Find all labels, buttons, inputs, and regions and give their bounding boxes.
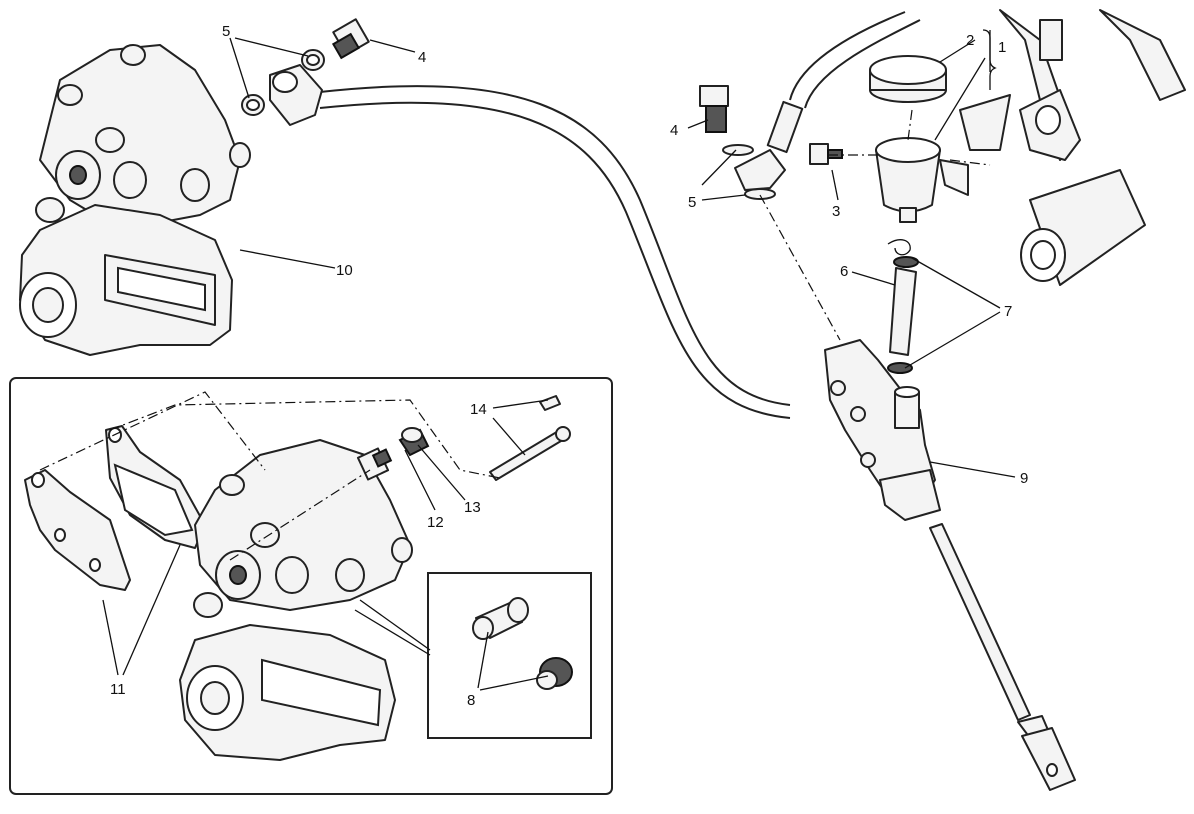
callout-9: 9 <box>1020 470 1028 487</box>
reservoir-cap <box>869 55 947 103</box>
callout-14: 14 <box>470 401 487 418</box>
callout-11: 11 <box>110 681 126 698</box>
rear-brake-master-cylinder <box>824 339 941 521</box>
callout-12: 12 <box>427 514 444 531</box>
brake-fluid-reservoir <box>875 137 969 223</box>
reservoir-hose <box>887 239 919 374</box>
callout-numbers: 1 2 3 4 4 5 5 6 7 8 9 10 11 12 13 14 <box>110 23 1028 709</box>
callout-13: 13 <box>464 499 481 516</box>
callout-3: 3 <box>832 203 840 220</box>
rear-caliper-assembly <box>19 44 251 356</box>
master-cylinder-pushrod <box>929 523 1076 791</box>
callout-1: 1 <box>998 39 1006 56</box>
caliper-banjo-fitting <box>241 18 370 126</box>
assembly-lines <box>39 109 991 561</box>
group-bracket <box>982 29 997 90</box>
brake-pads <box>24 425 206 591</box>
reservoir-screw <box>809 143 843 165</box>
callout-8: 8 <box>467 692 475 709</box>
detail-inset-panel <box>9 377 613 795</box>
callout-5-caliper: 5 <box>222 23 230 40</box>
callout-10: 10 <box>336 262 353 279</box>
callout-4-caliper: 4 <box>418 49 426 66</box>
callout-5-master: 5 <box>688 194 696 211</box>
callout-7: 7 <box>1004 303 1012 320</box>
leader-lines <box>102 30 1016 691</box>
callout-6: 6 <box>840 263 848 280</box>
callout-2: 2 <box>966 32 974 49</box>
inset-caliper <box>179 439 413 761</box>
detail-box-pins <box>427 572 592 739</box>
master-cylinder-banjo-bolt <box>699 85 804 200</box>
pad-retaining-pin <box>489 395 571 481</box>
frame-bracket <box>959 9 1186 286</box>
caliper-pins <box>472 597 573 690</box>
bleed-valve <box>356 447 393 481</box>
brake-hose <box>319 11 921 419</box>
callout-4-master: 4 <box>670 122 678 139</box>
